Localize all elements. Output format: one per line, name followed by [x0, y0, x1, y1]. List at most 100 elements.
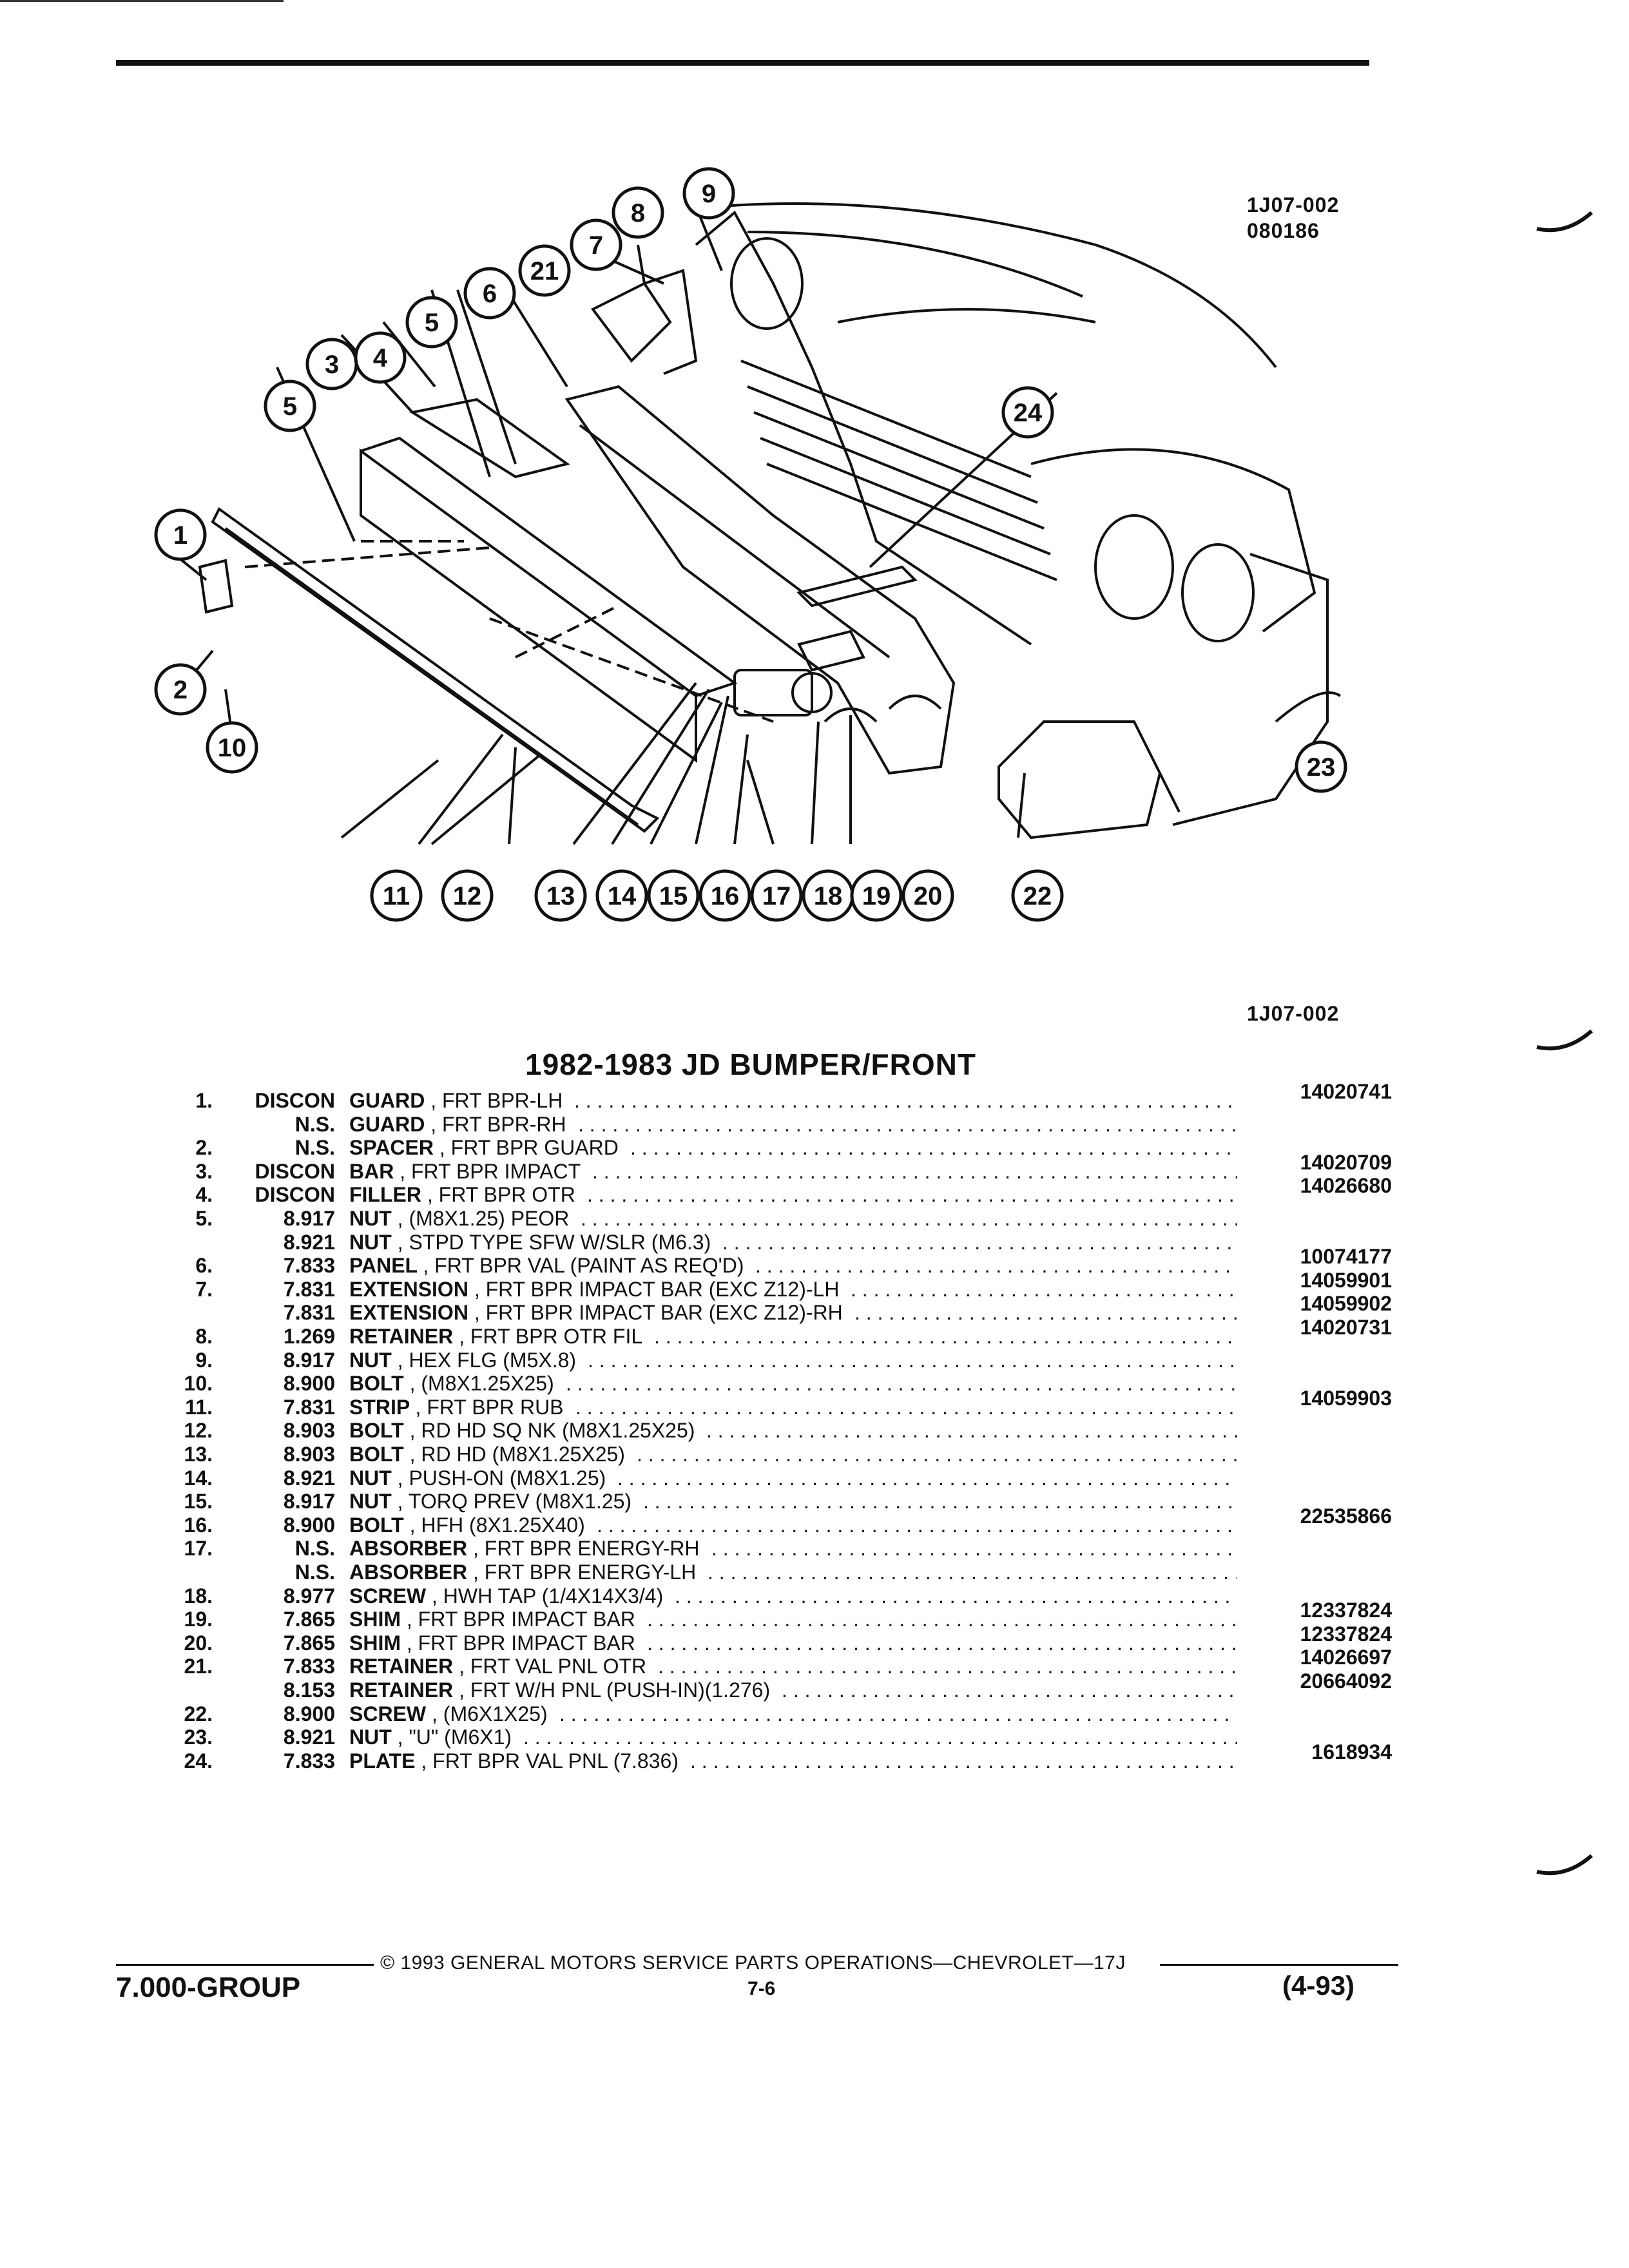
part-detail: , FRT BPR IMPACT BAR [406, 1631, 635, 1655]
group-code: 7.833 [283, 1655, 335, 1678]
svg-text:12: 12 [453, 882, 482, 910]
svg-text:5: 5 [283, 392, 297, 421]
leader-dots: . . . . . . . . . . . . . . . . . . . . … [566, 1372, 1237, 1396]
part-description: PLATE , FRT BPR VAL PNL (7.836) [349, 1749, 679, 1773]
group-code: N.S. [294, 1561, 335, 1584]
top-left-scan-line [0, 0, 284, 2]
part-detail: , FRT W/H PNL (PUSH-IN)(1.276) [459, 1678, 771, 1702]
figure-callouts: 1 2 3 4 5 5 6 7 8 9 10 11 12 13 14 15 16… [154, 167, 1347, 922]
footer-line-left [367, 1964, 374, 1966]
leader-dots: . . . . . . . . . . . . . . . . . . . . … [574, 1089, 1237, 1112]
part-detail: , FRT BPR IMPACT BAR (EXC Z12)-RH [474, 1301, 843, 1325]
group-code: N.S. [294, 1112, 335, 1136]
part-name: NUT [349, 1230, 392, 1254]
leader-dots: . . . . . . . . . . . . . . . . . . . . … [706, 1419, 1237, 1443]
leader-dots: . . . . . . . . . . . . . . . . . . . . … [581, 1207, 1237, 1230]
group-code: 1.269 [283, 1325, 335, 1348]
part-name: BAR [349, 1159, 394, 1183]
svg-text:22: 22 [1023, 882, 1052, 910]
part-number: 14059902 [1300, 1292, 1392, 1316]
leader-dots: . . . . . . . . . . . . . . . . . . . . … [617, 1466, 1237, 1490]
part-number: 14059903 [1300, 1386, 1392, 1410]
line-number: 17. [184, 1537, 213, 1561]
part-name: GUARD [349, 1112, 425, 1136]
leader-dots: . . . . . . . . . . . . . . . . . . . . … [575, 1395, 1237, 1419]
svg-text:2: 2 [173, 676, 188, 704]
part-description: STRIP , FRT BPR RUB [349, 1396, 564, 1419]
line-number: 7. [195, 1277, 213, 1301]
svg-text:5: 5 [425, 309, 439, 337]
svg-text:14: 14 [608, 882, 637, 910]
leader-dots: . . . . . . . . . . . . . . . . . . . . … [782, 1678, 1237, 1702]
group-code: 8.917 [283, 1490, 335, 1514]
svg-text:17: 17 [762, 882, 791, 910]
parts-row: 17.N.S.ABSORBER , FRT BPR ENERGY-RH . . … [0, 1537, 1450, 1560]
leader-dots: . . . . . . . . . . . . . . . . . . . . … [711, 1537, 1237, 1561]
part-description: FILLER , FRT BPR OTR [349, 1183, 575, 1206]
part-description: SHIM , FRT BPR IMPACT BAR [349, 1608, 635, 1631]
line-number: 21. [184, 1655, 213, 1678]
svg-text:20: 20 [914, 882, 943, 910]
leader-dots: . . . . . . . . . . . . . . . . . . . . … [578, 1112, 1237, 1136]
part-number: 14020709 [1300, 1150, 1392, 1174]
parts-row: N.S.ABSORBER , FRT BPR ENERGY-LH . . . .… [0, 1561, 1450, 1584]
svg-text:3: 3 [325, 351, 339, 379]
group-code: 8.921 [283, 1230, 335, 1254]
part-detail: , FRT BPR IMPACT [400, 1159, 581, 1183]
leader-dots: . . . . . . . . . . . . . . . . . . . . … [597, 1513, 1237, 1537]
part-description: NUT , PUSH-ON (M8X1.25) [349, 1466, 606, 1490]
part-description: BAR , FRT BPR IMPACT [349, 1160, 581, 1183]
part-name: BOLT [349, 1513, 404, 1537]
leader-dots: . . . . . . . . . . . . . . . . . . . . … [654, 1325, 1237, 1348]
leader-dots: . . . . . . . . . . . . . . . . . . . . … [559, 1702, 1237, 1725]
part-name: GUARD [349, 1089, 425, 1112]
line-number: 5. [195, 1207, 213, 1230]
line-number: 15. [184, 1490, 213, 1514]
part-description: SCREW , HWH TAP (1/4X14X3/4) [349, 1584, 663, 1608]
part-name: SPACER [349, 1136, 434, 1160]
group-code: 8.903 [283, 1443, 335, 1466]
part-name: PLATE [349, 1749, 416, 1773]
part-number: 14026697 [1300, 1646, 1392, 1669]
part-name: SCREW [349, 1702, 427, 1725]
group-code: 8.917 [283, 1207, 335, 1230]
leader-dots: . . . . . . . . . . . . . . . . . . . . … [630, 1136, 1237, 1160]
part-detail: , HEX FLG (M5X.8) [397, 1348, 577, 1372]
figure-date: 080186 [1247, 219, 1320, 242]
part-description: BOLT , HFH (8X1.25X40) [349, 1514, 585, 1537]
figure-id-below: 1J07-002 [1247, 1002, 1340, 1025]
line-number: 12. [184, 1419, 213, 1443]
part-description: BOLT , RD HD SQ NK (M8X1.25X25) [349, 1419, 695, 1442]
part-name: EXTENSION [349, 1301, 468, 1325]
group-code: 7.865 [283, 1608, 335, 1631]
leader-dots: . . . . . . . . . . . . . . . . . . . . … [647, 1608, 1237, 1631]
part-detail: , FRT BPR GUARD [439, 1136, 619, 1160]
svg-text:19: 19 [862, 882, 891, 910]
line-number: 13. [184, 1443, 213, 1466]
part-description: SPACER , FRT BPR GUARD [349, 1136, 619, 1159]
part-detail: , RD HD (M8X1.25X25) [409, 1443, 625, 1466]
parts-row: 2.N.S.SPACER , FRT BPR GUARD . . . . . .… [0, 1136, 1450, 1159]
part-detail: , FRT BPR-RH [430, 1112, 566, 1136]
part-name: BOLT [349, 1419, 404, 1443]
line-number: 3. [195, 1159, 213, 1183]
part-description: EXTENSION , FRT BPR IMPACT BAR (EXC Z12)… [349, 1278, 839, 1301]
margin-mark [1536, 1854, 1593, 1876]
leader-dots: . . . . . . . . . . . . . . . . . . . . … [647, 1631, 1237, 1655]
part-description: EXTENSION , FRT BPR IMPACT BAR (EXC Z12)… [349, 1301, 843, 1324]
part-detail: , FRT BPR OTR [427, 1183, 575, 1207]
part-description: RETAINER , FRT BPR OTR FIL [349, 1325, 642, 1348]
part-name: EXTENSION [349, 1277, 468, 1301]
svg-text:10: 10 [218, 734, 247, 762]
part-detail: , FRT BPR OTR FIL [459, 1325, 643, 1348]
